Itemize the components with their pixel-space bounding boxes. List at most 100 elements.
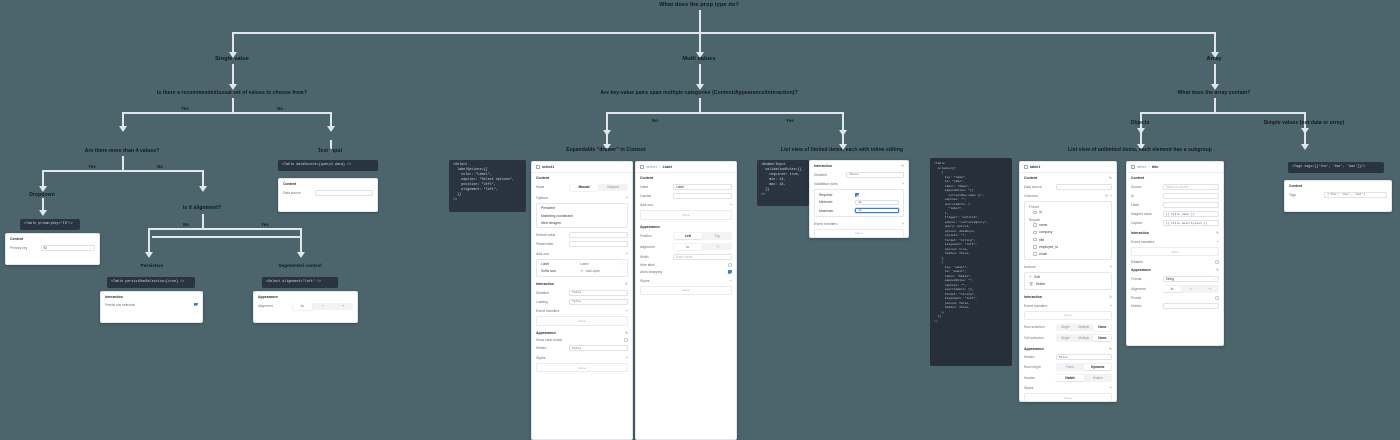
input-caption[interactable]: {{ title.description }}: [1162, 220, 1219, 227]
add-style-icon[interactable]: +: [730, 278, 732, 283]
list-item[interactable]: Suffix icon ✉ mail-open: [537, 268, 627, 275]
more-icon[interactable]: ···: [727, 165, 732, 169]
position-option-left[interactable]: Left: [673, 232, 703, 240]
input-data-source[interactable]: [315, 189, 373, 196]
input-hidden[interactable]: false: [569, 345, 628, 352]
add-action-icon[interactable]: +: [1110, 264, 1112, 269]
edit-icon[interactable]: ✎: [1216, 230, 1219, 235]
list-item[interactable]: 🗑Delete: [1025, 281, 1111, 288]
list-item[interactable]: President: [541, 206, 555, 211]
add-event-handler-icon[interactable]: +: [1217, 239, 1219, 244]
toggle-editable[interactable]: [1215, 259, 1219, 264]
chevron-right-icon[interactable]: ›: [621, 262, 623, 267]
input-value[interactable]: Label: [673, 183, 732, 190]
input-tags[interactable]: ['foo', 'bar', 'baz']: [1324, 191, 1387, 198]
input-mapped-value[interactable]: {{ title.name }}: [1162, 211, 1219, 218]
breadcrumb-parent[interactable]: table1: [1137, 165, 1147, 169]
input-placeholder[interactable]: [569, 241, 628, 248]
input-default-value[interactable]: [569, 231, 628, 238]
toggle-pinned[interactable]: [1215, 296, 1219, 300]
toggle-hide-label[interactable]: [728, 263, 732, 267]
checkbox-column[interactable]: [1033, 237, 1037, 242]
list-item[interactable]: Web designer: [541, 220, 562, 225]
align-center-icon[interactable]: ⊹: [321, 304, 325, 309]
input-label[interactable]: [1162, 201, 1219, 208]
checkbox-persist-row-selection[interactable]: [194, 302, 198, 307]
add-rule-icon[interactable]: +: [902, 182, 904, 187]
list-item[interactable]: Marketing coordinator: [541, 213, 573, 218]
breadcrumb-parent[interactable]: select1: [646, 165, 658, 169]
cell-selection-segmented[interactable]: Single Multiple None: [1055, 334, 1112, 342]
toggle-show-clear-button[interactable]: [624, 338, 628, 343]
edit-icon[interactable]: ✎: [625, 282, 628, 287]
mode-segmented[interactable]: Manual Mapped: [569, 183, 628, 192]
add-event-handler-icon[interactable]: +: [902, 221, 904, 226]
align-right-icon[interactable]: ⊣: [715, 244, 719, 249]
cell-selection-none[interactable]: None: [1093, 335, 1112, 342]
checkbox-column[interactable]: [1033, 252, 1037, 256]
header-visible[interactable]: Visible: [1056, 374, 1084, 382]
row-selection-single[interactable]: Single: [1060, 325, 1070, 330]
add-addon-icon[interactable]: +: [626, 251, 628, 256]
cell-selection-multiple[interactable]: Multiple: [1078, 336, 1090, 341]
align-left-icon[interactable]: ⊨: [1163, 285, 1182, 293]
add-addon-icon[interactable]: +: [730, 203, 732, 208]
list-item[interactable]: name: [1025, 222, 1111, 229]
add-style-icon[interactable]: +: [1110, 386, 1112, 391]
select-format[interactable]: String⌄: [1162, 275, 1219, 282]
position-segmented[interactable]: Left Top: [673, 232, 732, 240]
checkbox-column[interactable]: [1033, 230, 1037, 235]
header-hidden[interactable]: Hidden: [1092, 375, 1103, 380]
row-selection-segmented[interactable]: Single Multiple None: [1055, 323, 1112, 332]
row-height-fixed[interactable]: Fixed: [1066, 365, 1074, 370]
align-right-icon[interactable]: ⊣: [1207, 286, 1211, 291]
input-maximum[interactable]: 18: [855, 208, 899, 214]
checkbox-allow-wrapping[interactable]: [728, 270, 732, 274]
list-item[interactable]: id: [1025, 209, 1111, 216]
refresh-icon[interactable]: ↻: [1105, 194, 1109, 199]
title-alignment-segmented[interactable]: ⊨ ⊹ ⊣: [1162, 285, 1219, 293]
row-selection-none[interactable]: None: [1093, 324, 1112, 331]
add-style-icon[interactable]: +: [626, 356, 628, 360]
edit-icon[interactable]: ✎: [625, 330, 628, 335]
row-selection-multiple[interactable]: Multiple: [1078, 325, 1090, 330]
list-item[interactable]: email: [1025, 250, 1111, 257]
input-caption[interactable]: [673, 192, 732, 199]
list-item[interactable]: company: [1025, 229, 1111, 236]
input-hidden[interactable]: false: [1055, 354, 1112, 361]
align-right-icon[interactable]: ⊣: [341, 304, 345, 309]
input-loading[interactable]: false: [569, 298, 628, 305]
checkbox-required[interactable]: [855, 192, 859, 197]
more-icon[interactable]: ···: [1214, 165, 1219, 169]
checkbox-column[interactable]: [1033, 223, 1037, 227]
row-height-segmented[interactable]: Fixed Dynamic: [1055, 363, 1112, 371]
list-item[interactable]: Label Label ›: [537, 261, 627, 268]
edit-icon[interactable]: ✎: [1109, 176, 1112, 180]
row-height-dynamic[interactable]: Dynamic: [1084, 363, 1112, 371]
checkbox-column[interactable]: [1033, 244, 1037, 249]
input-id[interactable]: [1162, 192, 1219, 199]
input-disabled[interactable]: false: [569, 289, 628, 296]
align-left-icon[interactable]: ⊨: [292, 303, 313, 310]
checkbox-column[interactable]: [1033, 210, 1037, 215]
position-option-top[interactable]: Top: [714, 233, 720, 238]
list-item[interactable]: ✎Edit: [1025, 274, 1111, 281]
header-segmented[interactable]: Visible Hidden: [1055, 374, 1112, 382]
label-alignment-segmented[interactable]: ⊨ ⊣: [673, 242, 732, 251]
list-item[interactable]: title: [1025, 236, 1111, 243]
select-source[interactable]: Select a column⌄: [1162, 183, 1219, 190]
more-icon[interactable]: ···: [623, 165, 628, 169]
edit-icon[interactable]: ✎: [1216, 268, 1219, 273]
add-event-handler-icon[interactable]: +: [626, 309, 628, 314]
mode-option-manual[interactable]: Manual: [569, 184, 599, 191]
edit-icon[interactable]: ✎: [901, 164, 904, 168]
input-hidden[interactable]: [1162, 303, 1219, 310]
edit-icon[interactable]: ✎: [1109, 346, 1112, 351]
input-width[interactable]: Enter value: [673, 253, 732, 260]
edit-icon[interactable]: ✎: [1109, 294, 1112, 299]
input-minimum[interactable]: 12: [855, 199, 899, 205]
more-icon[interactable]: ···: [1107, 165, 1112, 169]
cell-selection-single[interactable]: Single: [1060, 336, 1070, 341]
align-left-icon[interactable]: ⊨: [673, 243, 703, 250]
mode-option-mapped[interactable]: Mapped: [607, 185, 619, 190]
